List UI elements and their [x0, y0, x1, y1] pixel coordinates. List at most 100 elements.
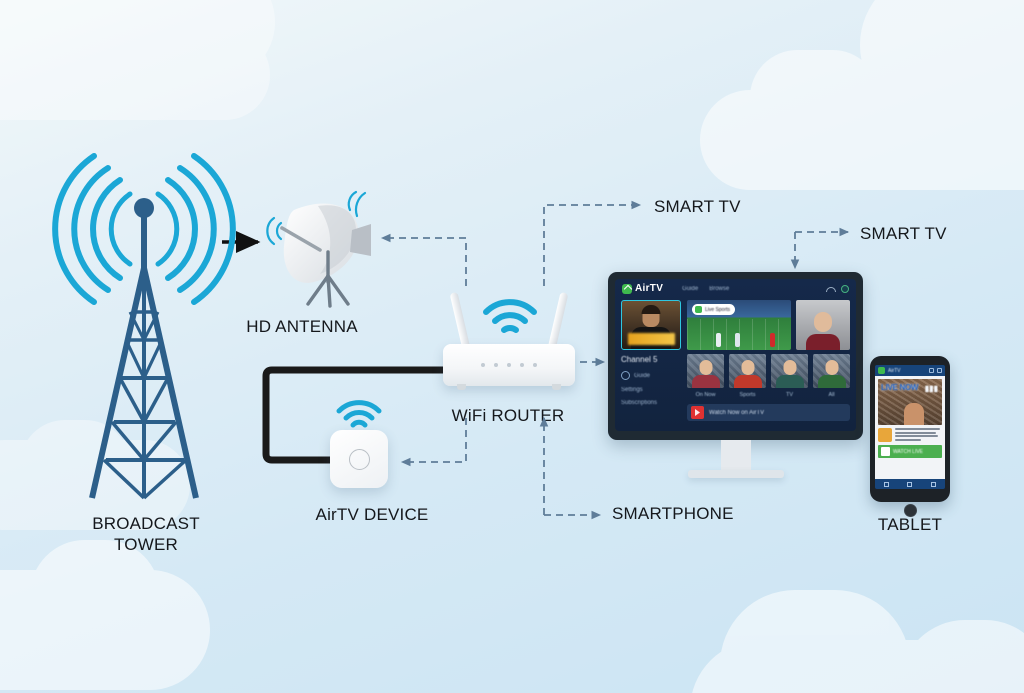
- tv-stand-neck: [720, 440, 751, 470]
- tv-brand-logo: AirTV: [622, 283, 663, 294]
- phone-brand-name: AirTV: [888, 367, 901, 374]
- airtv-wifi-icon: [336, 399, 382, 434]
- phone-screen[interactable]: AirTV LIVE NOW ▮▮▮: [875, 365, 945, 489]
- broadcast-tower: [52, 150, 238, 500]
- label-wifi-router: WiFi ROUTER: [451, 406, 565, 425]
- gear-icon[interactable]: [937, 368, 942, 373]
- tv-channel-title: Channel 5: [621, 355, 658, 364]
- sidebar-label: Guide: [634, 372, 651, 379]
- hero-figure: [903, 403, 924, 425]
- cloud-icon[interactable]: [826, 285, 836, 293]
- tv-nav-item-guide[interactable]: Guide: [682, 285, 699, 292]
- thumb-figure: [817, 375, 846, 388]
- antenna-signal-waves-top: [347, 190, 367, 218]
- link-smart-tv-right-to-tablet: [790, 227, 850, 270]
- tv-sidebar: Channel 5 Guide Settings Subscriptions: [621, 300, 681, 426]
- tv-hero-caption-bar: [628, 333, 675, 345]
- tv-nav-item-browse[interactable]: Browse: [709, 285, 730, 292]
- phone-navbar[interactable]: [875, 479, 945, 489]
- tv-tile-row-secondary: [687, 354, 850, 388]
- thumb-figure: [775, 375, 804, 388]
- tv-topbar: AirTV Guide Browse: [615, 279, 856, 298]
- thumb-figure: [691, 375, 720, 388]
- phone-hero-subtitle: ▮▮▮: [924, 384, 938, 393]
- tv-body: Channel 5 Guide Settings Subscriptions: [615, 298, 856, 431]
- back-icon[interactable]: [884, 481, 890, 487]
- play-icon: [691, 406, 704, 419]
- phone-cta-button[interactable]: WATCH LIVE: [878, 445, 942, 458]
- router-led: [533, 363, 537, 367]
- airtv-logo-icon: [622, 283, 632, 294]
- label-tablet: TABLET: [877, 515, 943, 534]
- hd-antenna: [258, 188, 386, 315]
- tower-signal-waves-right: [155, 153, 236, 305]
- tv-hero-hair: [641, 305, 661, 314]
- sidebar-item-settings[interactable]: Settings: [621, 387, 681, 393]
- signal-icon: [929, 368, 934, 373]
- player-figure: [734, 333, 740, 347]
- phone-home-button[interactable]: [903, 504, 917, 517]
- tv-featured-card[interactable]: [621, 300, 681, 350]
- airtv-body: [330, 430, 388, 488]
- router-led: [507, 363, 511, 367]
- gear-icon[interactable]: [841, 284, 849, 293]
- label-airtv-device: AirTV DEVICE: [315, 505, 429, 524]
- tv-screen[interactable]: AirTV Guide Browse: [615, 279, 856, 431]
- router-foot: [552, 384, 561, 390]
- label-hd-antenna: HD ANTENNA: [246, 317, 358, 336]
- thumb-head: [699, 360, 712, 376]
- thumb-caption: All: [828, 392, 835, 398]
- tv-nav[interactable]: Guide Browse: [682, 286, 729, 292]
- label-smartphone: SMARTPHONE: [612, 504, 734, 523]
- badge-label: Live Sports: [705, 306, 731, 313]
- tv-thumb[interactable]: [813, 354, 850, 388]
- sidebar-item-guide[interactable]: Guide: [621, 371, 681, 380]
- portrait-image: [796, 300, 850, 350]
- thumb-figure: [733, 375, 762, 388]
- tablet-device[interactable]: AirTV LIVE NOW ▮▮▮: [870, 356, 950, 517]
- thumb-head: [741, 360, 754, 376]
- thumb-caption: On Now: [695, 392, 716, 398]
- play-icon: [881, 447, 890, 456]
- sidebar-item-subscriptions[interactable]: Subscriptions: [621, 400, 681, 406]
- phone-article-row[interactable]: [878, 428, 942, 442]
- phone-hero-image[interactable]: LIVE NOW ▮▮▮: [878, 379, 942, 425]
- link-smartphone-to-router: [539, 416, 602, 520]
- tv-tile-portrait[interactable]: [796, 300, 850, 350]
- router-led: [494, 363, 498, 367]
- tv-thumb[interactable]: [771, 354, 808, 388]
- airtv-power-ring: [348, 448, 370, 470]
- home-icon[interactable]: [907, 481, 913, 487]
- router-body: [443, 344, 575, 386]
- router-wifi-icon: [482, 296, 538, 341]
- tower-structure: [89, 198, 199, 500]
- thumb-head: [825, 360, 838, 376]
- tv-tile-row-primary: Live Sports: [687, 300, 850, 350]
- tv-main-content: Live Sports: [687, 300, 850, 426]
- label-smart-tv-right: SMART TV: [860, 224, 947, 243]
- thumb-caption: Sports: [739, 392, 756, 398]
- label-broadcast-tower: BROADCAST TOWER: [92, 514, 200, 555]
- tv-tile-live-sports[interactable]: Live Sports: [687, 300, 791, 350]
- guide-icon: [621, 371, 630, 380]
- label-line-1: BROADCAST: [92, 514, 200, 533]
- sidebar-label: Subscriptions: [621, 400, 658, 406]
- tv-live-badge: Live Sports: [692, 304, 736, 315]
- tv-thumb[interactable]: [729, 354, 766, 388]
- player-figure: [716, 333, 722, 347]
- airtv-device[interactable]: [330, 430, 388, 488]
- badge-logo-icon: [695, 306, 702, 313]
- phone-appbar-icons: [929, 368, 942, 373]
- phone-hero-title: LIVE NOW: [881, 383, 919, 392]
- link-router-to-smart-tv-label: [543, 200, 642, 286]
- tv-thumb[interactable]: [687, 354, 724, 388]
- thumb-caption: TV: [785, 392, 794, 398]
- tv-brand-name: AirTV: [635, 283, 664, 294]
- tv-cta-banner[interactable]: Watch Now on AirTV: [687, 404, 850, 421]
- recents-icon[interactable]: [930, 481, 936, 487]
- antenna-signal-waves: [266, 216, 283, 246]
- tv-stand-base: [687, 470, 784, 478]
- smart-tv-monitor[interactable]: AirTV Guide Browse: [608, 272, 863, 478]
